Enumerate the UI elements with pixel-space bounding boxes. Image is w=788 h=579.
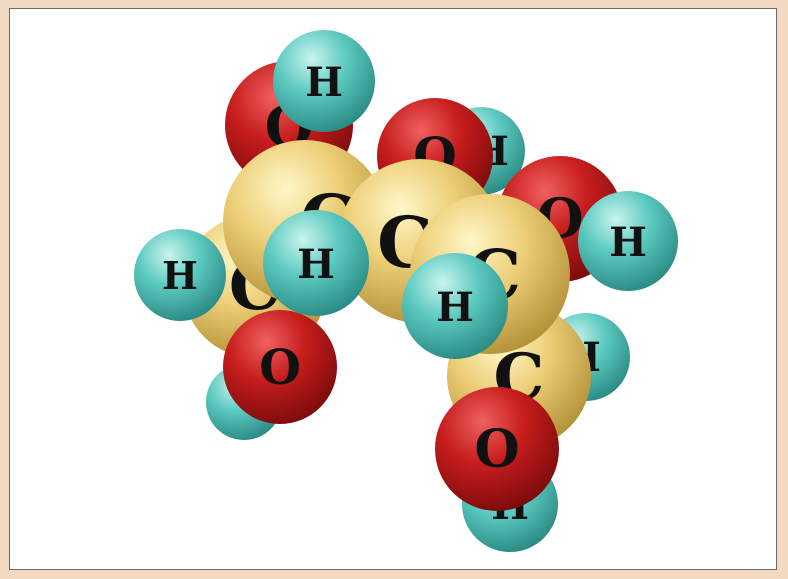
hydrogen-atom: H	[263, 210, 369, 316]
image-panel: H H H O O O C C C C C O	[9, 8, 777, 570]
svg-text:H: H	[305, 59, 343, 106]
molecule-model: H H H O O O C C C C C O	[134, 30, 678, 552]
svg-text:O: O	[259, 340, 301, 396]
oxygen-atom: O	[223, 310, 337, 424]
hydrogen-atom: H	[578, 191, 678, 291]
oxygen-atom: O	[435, 387, 559, 511]
svg-text:H: H	[609, 219, 647, 266]
hydrogen-atom: H	[134, 229, 226, 321]
hydrogen-atom: H	[273, 30, 375, 132]
svg-text:H: H	[162, 253, 198, 298]
svg-text:H: H	[297, 241, 335, 288]
svg-text:O: O	[474, 419, 519, 480]
hydrogen-atom: H	[402, 253, 508, 359]
svg-text:H: H	[436, 284, 474, 331]
